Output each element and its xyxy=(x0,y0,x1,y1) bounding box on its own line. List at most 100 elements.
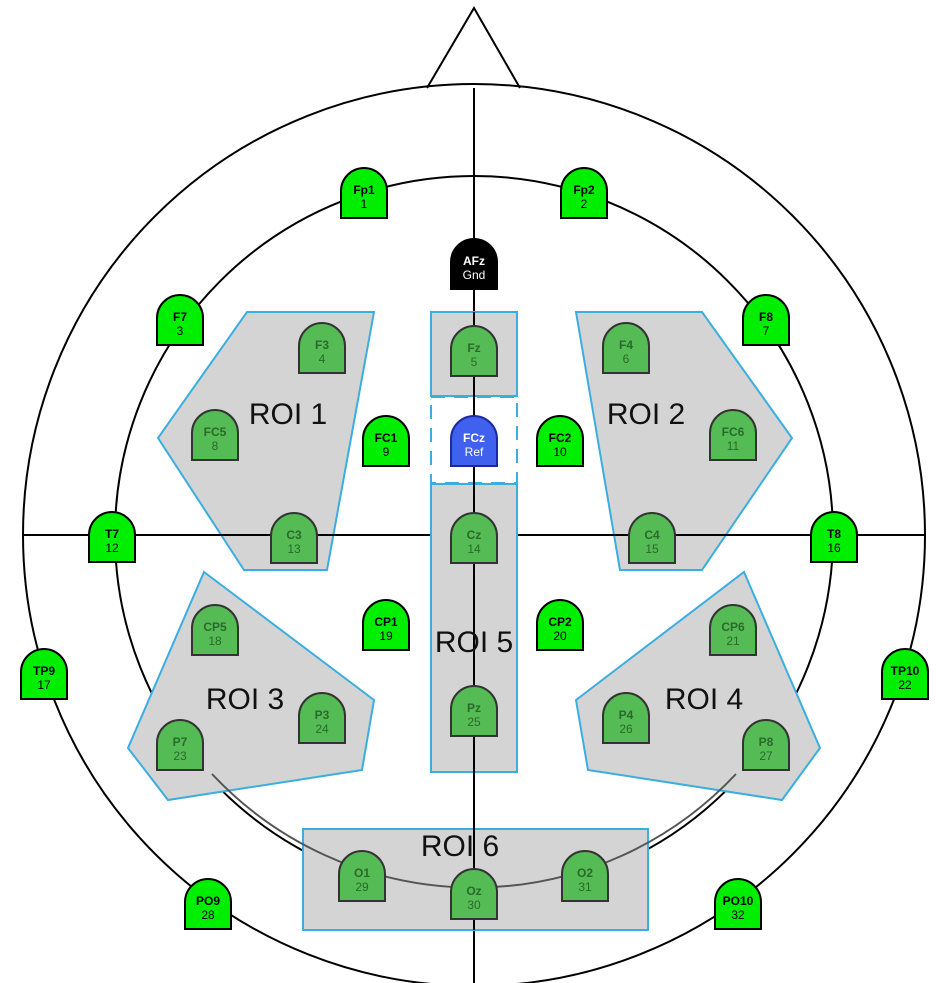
electrode-cap xyxy=(450,238,498,290)
electrode-cap xyxy=(602,322,650,374)
electrode-name: T7 xyxy=(105,527,119,541)
roi-1-region xyxy=(156,311,376,571)
electrode-number: 2 xyxy=(581,197,588,211)
electrode-number: 11 xyxy=(727,439,740,453)
electrode-name: Pz xyxy=(467,701,481,715)
roi-2-region xyxy=(574,311,794,571)
electrode-name: FC2 xyxy=(549,431,572,445)
electrode-name: O1 xyxy=(354,866,370,880)
electrode-name: T8 xyxy=(827,527,841,541)
electrode-cap xyxy=(450,512,498,564)
electrode-fz: Fz5 xyxy=(450,325,498,377)
electrode-number: 7 xyxy=(763,324,770,338)
roi-5-label: ROI 5 xyxy=(435,626,513,659)
electrode-number: 24 xyxy=(315,722,329,736)
electrode-name: P7 xyxy=(173,735,188,749)
electrode-number: 23 xyxy=(173,749,187,763)
electrode-cap xyxy=(561,850,609,902)
electrode-name: CP5 xyxy=(203,620,227,634)
electrode-cap xyxy=(156,294,204,346)
electrode-cap xyxy=(20,648,68,700)
electrode-cap xyxy=(742,719,790,771)
electrode-name: O2 xyxy=(577,866,593,880)
electrode-cap xyxy=(742,294,790,346)
electrode-number: 10 xyxy=(553,445,567,459)
electrode-cap xyxy=(298,322,346,374)
electrode-cap xyxy=(88,511,136,563)
electrode-cap xyxy=(156,719,204,771)
electrode-number: 14 xyxy=(467,542,481,556)
electrode-name: C4 xyxy=(644,528,660,542)
electrode-name: TP10 xyxy=(891,664,920,678)
electrode-name: TP9 xyxy=(33,664,55,678)
electrode-name: FC5 xyxy=(204,425,227,439)
roi-4-label: ROI 4 xyxy=(665,683,743,716)
electrode-number: Gnd xyxy=(463,268,486,282)
electrode-name: F7 xyxy=(173,310,187,324)
electrode-number: 29 xyxy=(355,880,369,894)
electrode-number: 25 xyxy=(467,715,481,729)
electrode-number: 21 xyxy=(726,634,740,648)
electrode-f8: F87 xyxy=(742,294,790,346)
electrode-number: 19 xyxy=(379,629,393,643)
electrodes: Fp11Fp22F73F34Fz5F46F87FC58FC19FC210FC61… xyxy=(20,167,929,930)
electrode-cap xyxy=(340,167,388,219)
electrode-name: Fz xyxy=(467,341,480,355)
electrode-name: CP6 xyxy=(721,620,745,634)
electrode-name: FCz xyxy=(463,431,485,445)
electrode-cap xyxy=(560,167,608,219)
electrode-cap xyxy=(810,511,858,563)
roi-1-label: ROI 1 xyxy=(249,398,327,431)
electrode-cap xyxy=(338,850,386,902)
electrode-number: 5 xyxy=(471,355,478,369)
electrode-cap xyxy=(602,692,650,744)
electrode-number: 16 xyxy=(827,541,841,555)
electrode-number: 15 xyxy=(645,542,659,556)
nose-marker xyxy=(426,6,521,89)
electrode-number: 4 xyxy=(319,352,326,366)
electrode-name: C3 xyxy=(286,528,302,542)
electrode-number: 28 xyxy=(201,908,215,922)
electrode-number: 3 xyxy=(177,324,184,338)
electrode-cap xyxy=(298,692,346,744)
electrode-number: 17 xyxy=(37,678,51,692)
electrode-number: 31 xyxy=(578,880,592,894)
electrode-cap xyxy=(536,415,584,467)
electrode-cap xyxy=(191,604,239,656)
electrode-number: 9 xyxy=(383,445,390,459)
electrode-cap xyxy=(628,512,676,564)
electrode-name: F4 xyxy=(619,338,633,352)
electrode-cap xyxy=(450,868,498,920)
electrode-cap xyxy=(536,599,584,651)
electrode-f3: F34 xyxy=(298,322,346,374)
electrode-number: 8 xyxy=(212,439,219,453)
electrode-name: P8 xyxy=(759,735,774,749)
electrode-name: PO10 xyxy=(723,894,754,908)
roi-labels: ROI 1 ROI 2 ROI 3 ROI 4 ROI 5 ROI 6 xyxy=(206,398,743,863)
electrode-cap xyxy=(184,878,232,930)
electrode-name: Fp1 xyxy=(353,183,375,197)
electrode-number: 26 xyxy=(619,722,633,736)
electrode-cap xyxy=(191,409,239,461)
electrode-name: Cz xyxy=(467,528,482,542)
